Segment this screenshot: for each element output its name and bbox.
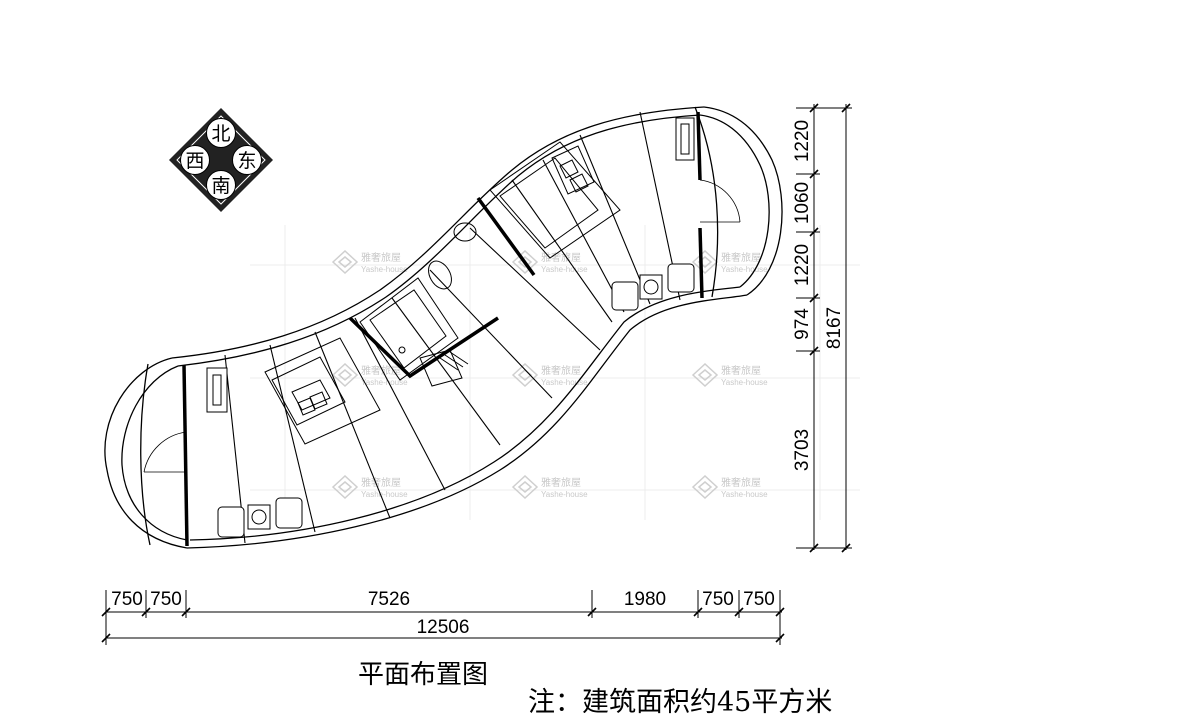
- dim-h-2: 750: [150, 589, 182, 610]
- dim-h-4: 1980: [624, 589, 666, 610]
- dim-v-4: 974: [792, 308, 813, 340]
- toilet: [428, 260, 452, 290]
- svg-text:Yashe-house: Yashe-house: [541, 490, 588, 499]
- svg-text:雅奢旅屋: 雅奢旅屋: [541, 251, 581, 264]
- dim-h-6: 750: [743, 589, 775, 610]
- right-bedroom-bed: [489, 141, 621, 259]
- dim-h-5: 750: [702, 589, 734, 610]
- svg-text:Yashe-house: Yashe-house: [361, 490, 408, 499]
- wall-segments: [182, 111, 704, 547]
- svg-text:雅奢旅屋: 雅奢旅屋: [721, 476, 761, 489]
- left-door-swing: [143, 431, 187, 473]
- svg-text:雅奢旅屋: 雅奢旅屋: [541, 364, 581, 377]
- right-door-swing: [699, 179, 741, 223]
- right-armchair-2: [667, 263, 695, 293]
- dim-h-3: 7526: [368, 589, 410, 610]
- dim-v-2: 1060: [792, 182, 813, 224]
- left-side-table: [247, 504, 271, 530]
- compass-west-label: 西: [185, 150, 204, 172]
- svg-text:雅奢旅屋: 雅奢旅屋: [721, 364, 761, 377]
- svg-text:雅奢旅屋: 雅奢旅屋: [721, 251, 761, 264]
- dim-v-5: 3703: [792, 429, 813, 471]
- svg-text:雅奢旅屋: 雅奢旅屋: [361, 476, 401, 489]
- compass-south-label: 南: [211, 175, 230, 197]
- right-side-table: [639, 274, 663, 300]
- horizontal-dimension-ticks: [101, 607, 785, 643]
- dim-v-3: 1220: [792, 244, 813, 286]
- svg-text:Yashe-house: Yashe-house: [541, 378, 588, 387]
- right-armchair-1: [611, 281, 639, 311]
- left-armchair-2: [275, 497, 303, 529]
- dim-v-1: 1220: [792, 120, 813, 162]
- vertical-dimension-ticks: [809, 103, 851, 553]
- svg-text:Yashe-house: Yashe-house: [361, 265, 408, 274]
- drawing-title: 平面布置图: [358, 660, 489, 690]
- svg-text:雅奢旅屋: 雅奢旅屋: [361, 251, 401, 264]
- svg-text:Yashe-house: Yashe-house: [721, 265, 768, 274]
- horizontal-dimension-labels: 750 750 7526 1980 750 750 12506: [111, 589, 775, 638]
- horizontal-dimension-lines: [105, 590, 782, 645]
- left-armchair-1: [217, 506, 245, 538]
- wash-basin: [453, 222, 477, 242]
- left-bedroom-bed: [264, 337, 381, 445]
- svg-text:雅奢旅屋: 雅奢旅屋: [541, 476, 581, 489]
- vertical-dimension-labels: 1220 1060 1220 974 3703 8167: [792, 120, 845, 471]
- left-room-furniture: [143, 367, 303, 538]
- right-room-furniture: [611, 117, 741, 311]
- compass: 北 西 东 南: [169, 108, 273, 212]
- svg-text:Yashe-house: Yashe-house: [541, 265, 588, 274]
- svg-text:Yashe-house: Yashe-house: [361, 378, 408, 387]
- area-note: 注：建筑面积约45平方米: [528, 687, 833, 718]
- building-outline: [104, 106, 783, 549]
- compass-east-label: 东: [237, 150, 256, 172]
- compass-north-label: 北: [211, 123, 230, 145]
- dim-v-total: 8167: [824, 307, 845, 349]
- bathroom-fixtures: [359, 222, 477, 387]
- partition-lines: [224, 111, 681, 544]
- dim-h-total: 12506: [417, 617, 470, 638]
- svg-text:雅奢旅屋: 雅奢旅屋: [361, 364, 401, 377]
- vertical-dimension-lines: [796, 104, 852, 550]
- left-wardrobe: [206, 367, 228, 413]
- dim-h-1: 750: [111, 589, 143, 610]
- svg-text:Yashe-house: Yashe-house: [721, 378, 768, 387]
- svg-text:Yashe-house: Yashe-house: [721, 490, 768, 499]
